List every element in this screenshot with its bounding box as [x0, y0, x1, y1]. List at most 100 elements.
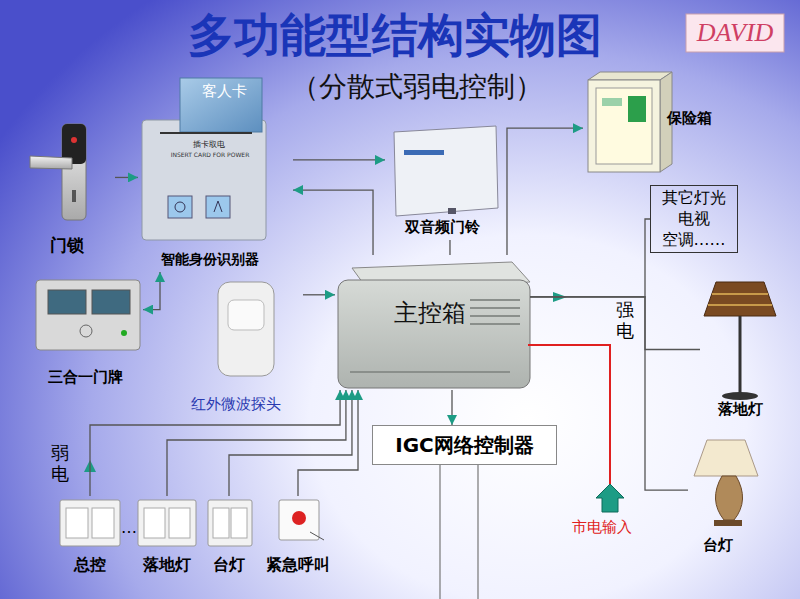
wall-switch	[231, 508, 247, 538]
node-label: 双音频门铃	[385, 218, 500, 236]
wall-switch	[138, 500, 196, 546]
probe-node: 红外微波探头	[168, 278, 303, 418]
connector	[115, 177, 138, 178]
main-control-box	[470, 299, 520, 301]
safe	[628, 96, 646, 122]
card-switch	[168, 196, 192, 218]
safe-node: 保险箱	[583, 72, 723, 180]
doorbell	[394, 126, 498, 216]
logo-box	[686, 14, 784, 52]
connector	[293, 159, 385, 160]
flow-arrow	[84, 460, 96, 472]
safe	[602, 98, 622, 106]
main-control-box	[470, 307, 520, 309]
node-label: 落地灯	[700, 400, 780, 418]
wall-switch	[60, 500, 120, 546]
card-switch	[160, 132, 252, 134]
table-lamp	[714, 520, 742, 526]
doorbell-node: 双音频门铃	[385, 122, 500, 240]
connector	[293, 190, 373, 255]
card-switch	[175, 202, 185, 212]
connector	[530, 219, 650, 297]
door-plate	[80, 325, 92, 337]
node-label: 台灯	[204, 555, 254, 574]
door-plate	[121, 330, 127, 336]
power-label: 强电	[616, 300, 634, 341]
wall-switch	[138, 500, 196, 546]
floor-lamp	[739, 316, 742, 394]
node-label: 智能身份识别器	[142, 251, 277, 268]
safe	[596, 88, 652, 164]
connector	[449, 240, 450, 255]
mains-label: 市电输入	[572, 518, 652, 536]
card-switch	[214, 201, 222, 212]
connector	[298, 390, 358, 496]
device-print: 插卡取电	[184, 140, 234, 150]
connector	[507, 128, 583, 255]
floor-lamp-node: 落地灯	[700, 272, 780, 424]
switch-node: 落地灯	[132, 496, 202, 574]
door-plate	[36, 280, 140, 350]
connector	[451, 390, 452, 425]
node-label: 三合一门牌	[28, 368, 143, 386]
safe	[588, 80, 660, 172]
emergency-button	[310, 532, 324, 540]
wall-switch	[60, 500, 120, 546]
table-lamp	[694, 440, 758, 526]
door-lock-node: 门锁	[20, 118, 115, 263]
node-label: 台灯	[688, 536, 748, 554]
door-plate	[92, 290, 130, 314]
emergency-button	[279, 500, 324, 540]
door-lock	[30, 124, 86, 220]
node-label: 其它灯光 电视 空调……	[651, 188, 736, 250]
flow-arrow	[553, 292, 567, 302]
switch-node: 总控	[55, 496, 125, 574]
table-lamp-node: 台灯	[688, 428, 768, 560]
node-label: 总控	[55, 555, 125, 574]
logo-text: DAVID	[686, 17, 784, 48]
table-lamp	[694, 440, 758, 476]
connector	[167, 390, 346, 496]
node-label: 门锁	[42, 235, 92, 255]
connector	[530, 297, 688, 490]
floor-lamp	[708, 294, 772, 305]
bus-wire	[477, 465, 478, 599]
wall-switch	[92, 508, 114, 538]
door-plate	[36, 280, 140, 350]
door-lock	[62, 124, 86, 220]
floor-lamp	[704, 282, 776, 400]
safe	[588, 72, 672, 80]
flow-arrow	[84, 292, 567, 472]
doorbell	[404, 150, 444, 155]
card-reader-node: 智能身份识别器	[138, 74, 293, 272]
card-switch	[180, 78, 262, 132]
floor-lamp	[704, 282, 776, 316]
main-control-box	[470, 323, 520, 325]
card-label: 客人卡	[191, 82, 257, 100]
emergency-button	[292, 511, 306, 525]
main-control-box	[350, 371, 510, 373]
controller-box: IGC网络控制器	[372, 425, 557, 465]
wall-switch	[213, 508, 229, 538]
safe	[588, 72, 672, 172]
infrared-probe	[218, 282, 274, 376]
connector	[530, 297, 700, 350]
node-label: 红外微波探头	[168, 395, 303, 413]
subtitle: （分散式弱电控制）	[262, 70, 572, 104]
node-label: 保险箱	[667, 109, 722, 127]
main-control-box	[338, 280, 530, 388]
mains-wire	[596, 484, 624, 512]
table-lamp	[715, 476, 742, 520]
door-lock	[72, 190, 76, 202]
main-box-node: 主控箱	[335, 255, 530, 390]
wall-switch	[208, 500, 252, 546]
switch-node: 台灯	[204, 496, 254, 574]
doorbell	[394, 126, 498, 216]
wall-switch	[169, 508, 190, 538]
connector	[90, 390, 340, 496]
connector	[303, 294, 335, 295]
diagram-title: 多功能型结构实物图	[180, 8, 610, 63]
